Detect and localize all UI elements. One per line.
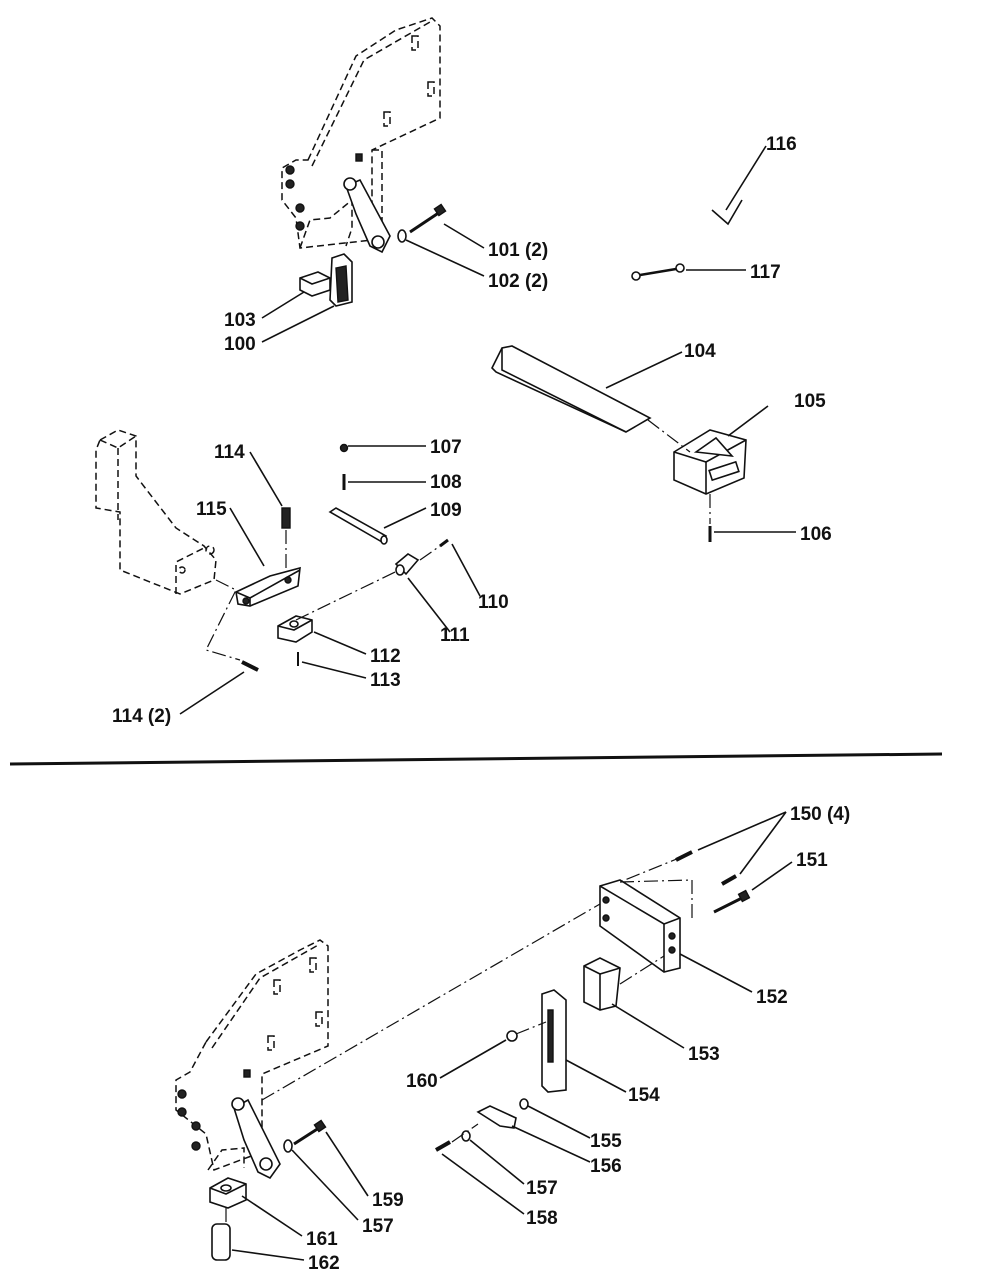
part-114-screw-lower xyxy=(241,660,259,672)
label-117: 117 xyxy=(750,262,781,283)
part-152-plate xyxy=(599,879,681,973)
label-106: 106 xyxy=(800,524,832,545)
label-157-right: 157 xyxy=(526,1178,558,1199)
label-114-2: 114 (2) xyxy=(112,706,171,727)
part-115-bracket xyxy=(235,566,301,607)
part-157-washer-b xyxy=(461,1130,471,1142)
part-160-nut xyxy=(506,1030,518,1042)
label-104: 104 xyxy=(684,341,716,362)
part-103 xyxy=(299,271,331,297)
label-157-left: 157 xyxy=(362,1216,394,1237)
label-110: 110 xyxy=(478,592,509,613)
part-114-screw xyxy=(281,507,291,529)
label-111: 111 xyxy=(440,625,470,646)
label-151: 151 xyxy=(796,850,828,871)
label-105: 105 xyxy=(794,391,826,412)
label-161: 161 xyxy=(306,1229,338,1250)
part-150-screw-a xyxy=(675,850,693,862)
lower-frame-casting xyxy=(95,429,217,595)
label-154: 154 xyxy=(628,1085,660,1106)
part-153-block xyxy=(583,957,621,1011)
part-107-nut xyxy=(339,443,349,453)
part-150-screw-b xyxy=(721,874,737,886)
label-159: 159 xyxy=(372,1190,404,1211)
label-100: 100 xyxy=(224,334,256,355)
part-100 xyxy=(329,253,353,307)
part-110-pin xyxy=(439,538,449,548)
label-108: 108 xyxy=(430,472,462,493)
part-116 xyxy=(711,199,743,226)
label-107: 107 xyxy=(430,437,462,458)
part-109-rod xyxy=(328,507,388,545)
part-155-washer xyxy=(519,1098,529,1110)
upper-mounting-bracket-assembly xyxy=(281,17,441,254)
part-159-screw xyxy=(293,1119,327,1146)
label-156: 156 xyxy=(590,1156,622,1177)
label-102: 102 (2) xyxy=(488,271,548,292)
part-156-pawl xyxy=(476,1105,517,1129)
section-divider xyxy=(9,752,943,766)
label-101: 101 (2) xyxy=(488,240,548,261)
part-112-block xyxy=(277,615,313,643)
label-153: 153 xyxy=(688,1044,720,1065)
part-162-pin xyxy=(211,1223,231,1261)
label-109: 109 xyxy=(430,500,462,521)
leader-lines xyxy=(179,145,796,1261)
label-150: 150 (4) xyxy=(790,804,850,825)
part-161-block xyxy=(209,1177,247,1209)
label-116: 116 xyxy=(766,134,797,155)
label-114: 114 xyxy=(214,442,245,463)
part-104-blade xyxy=(491,345,652,433)
part-157-washer-a xyxy=(283,1139,293,1153)
part-111-sleeve xyxy=(394,553,420,576)
part-117-wrench xyxy=(631,263,685,281)
label-113: 113 xyxy=(370,670,401,691)
label-162: 162 xyxy=(308,1253,340,1274)
label-158: 158 xyxy=(526,1208,558,1229)
label-160: 160 xyxy=(406,1071,438,1092)
label-103: 103 xyxy=(224,310,256,331)
part-158-screw xyxy=(435,1140,451,1152)
label-115: 115 xyxy=(196,499,227,520)
label-112: 112 xyxy=(370,646,401,667)
part-105-block xyxy=(673,429,747,495)
lower-mounting-bracket-assembly xyxy=(175,939,329,1180)
part-102-washer xyxy=(397,229,407,243)
part-154-lever xyxy=(541,989,567,1093)
label-152: 152 xyxy=(756,987,788,1008)
label-155: 155 xyxy=(590,1131,622,1152)
part-101-screw xyxy=(409,203,447,234)
part-151-screw xyxy=(713,889,751,914)
